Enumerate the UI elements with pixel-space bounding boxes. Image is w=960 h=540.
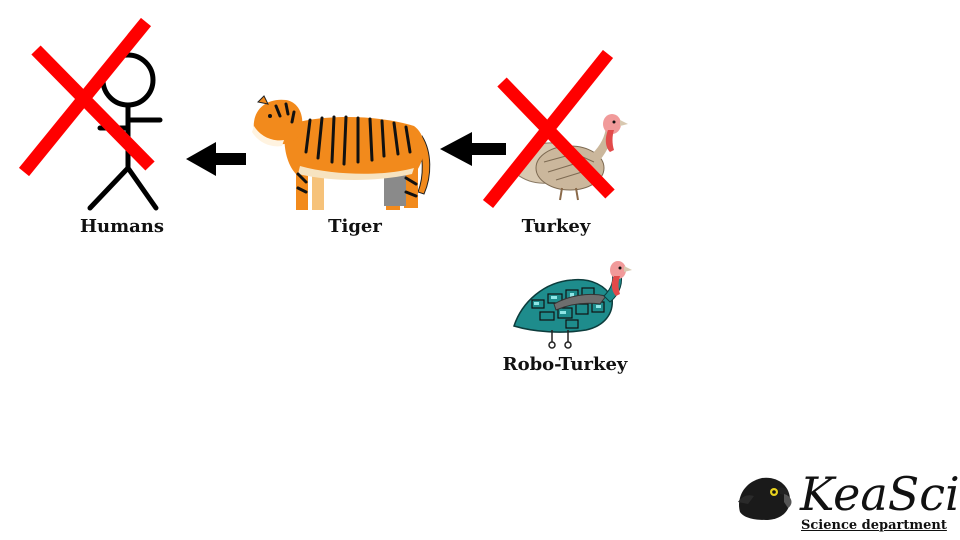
robo-turkey-icon — [513, 261, 632, 349]
robo-turkey-label: Robo-Turkey — [502, 354, 628, 375]
tiger-label: Tiger — [328, 216, 382, 237]
science-department-link[interactable]: Science department — [801, 518, 947, 533]
cross-out-icon — [18, 18, 155, 177]
keasci-logo-text: KeaSci — [800, 467, 960, 521]
arrow-left-icon — [186, 142, 246, 176]
cross-out-icon — [482, 50, 615, 209]
turkey-node — [482, 50, 628, 209]
robo-turkey-node — [513, 261, 632, 349]
stick-figure-icon — [87, 52, 163, 211]
arrow-left-icon — [440, 132, 506, 166]
tiger-icon — [252, 95, 431, 210]
turkey-icon — [511, 114, 628, 201]
tiger-node — [252, 95, 431, 210]
turkey-label: Turkey — [521, 216, 591, 237]
humans-label: Humans — [79, 216, 165, 237]
kea-bird-logo-icon — [738, 477, 792, 520]
humans-node — [18, 18, 163, 211]
